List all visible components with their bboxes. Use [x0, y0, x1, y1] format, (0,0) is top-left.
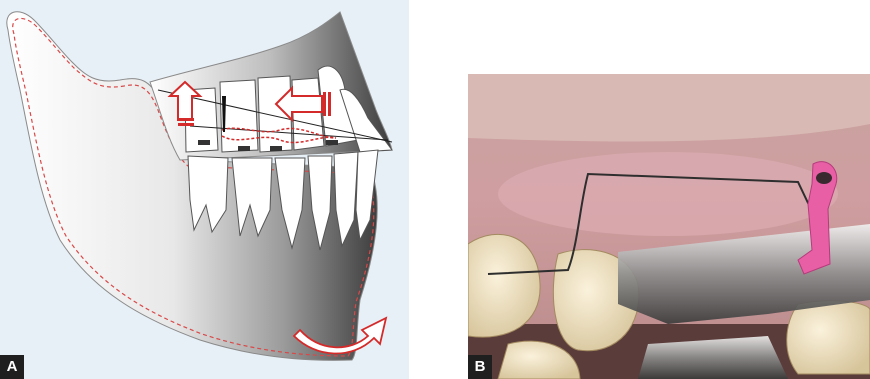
arrow-bar-3 [323, 92, 326, 116]
panel-label-a: A [0, 355, 24, 379]
tooth-right [787, 301, 870, 374]
intraoral-photo [468, 74, 870, 379]
panel-a-diagram [0, 0, 409, 379]
arrow-bar-2 [178, 123, 194, 126]
panel-label-b: B [468, 355, 492, 379]
panel-b-photo [468, 74, 870, 379]
arrow-bar-1 [178, 118, 194, 121]
lip [468, 74, 870, 141]
jaw-diagram [0, 0, 409, 379]
arrow-bar-4 [328, 92, 331, 116]
